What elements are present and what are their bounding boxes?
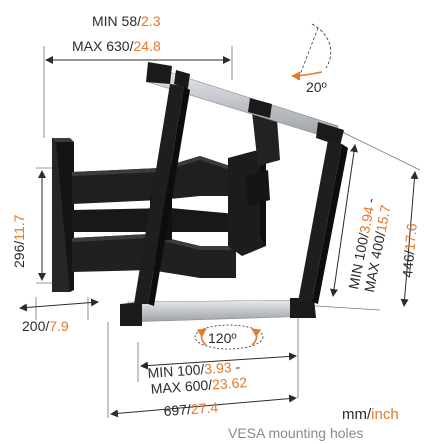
dimension-lines [19, 56, 419, 418]
vesa-horizontal-dimension: MIN 100/3.93 - MAX 600/23.62 [147, 359, 248, 397]
width-dim-line [110, 394, 297, 418]
top-min-dimension: MIN 58/2.3 [92, 13, 161, 29]
wall-plate [52, 138, 74, 292]
wall-height-dimension: 296/11.7 [11, 214, 27, 268]
swivel-angle-indicator: 120º [194, 324, 264, 350]
depth-dim-line [19, 298, 99, 312]
total-height-dimension: 446/17.6 [399, 222, 420, 278]
vesa-vertical-dimension: MIN 100/3.94 - MAX 400/15.7 [345, 196, 393, 293]
total-width-dimension: 697/27.4 [163, 399, 219, 419]
svg-text:MIN 100/3.93 -: MIN 100/3.93 - [147, 359, 241, 381]
tilt-angle-label: 20º [306, 79, 327, 95]
vesa-horizontal-dim-line [140, 352, 297, 370]
tv-bracket [120, 62, 348, 326]
top-max-dimension: MAX 630/24.8 [72, 38, 161, 54]
svg-text:MAX 600/23.62: MAX 600/23.62 [150, 374, 248, 397]
vesa-caption: VESA mounting holes [228, 425, 363, 441]
height-dim-line [400, 171, 419, 307]
vesa-vertical-dim-line [330, 144, 358, 297]
depth-dimension: 200/7.9 [22, 318, 69, 334]
units-legend: mm/inch [342, 406, 399, 423]
tilt-angle-indicator: 20º [291, 23, 332, 95]
swivel-angle-label: 120º [208, 330, 236, 346]
